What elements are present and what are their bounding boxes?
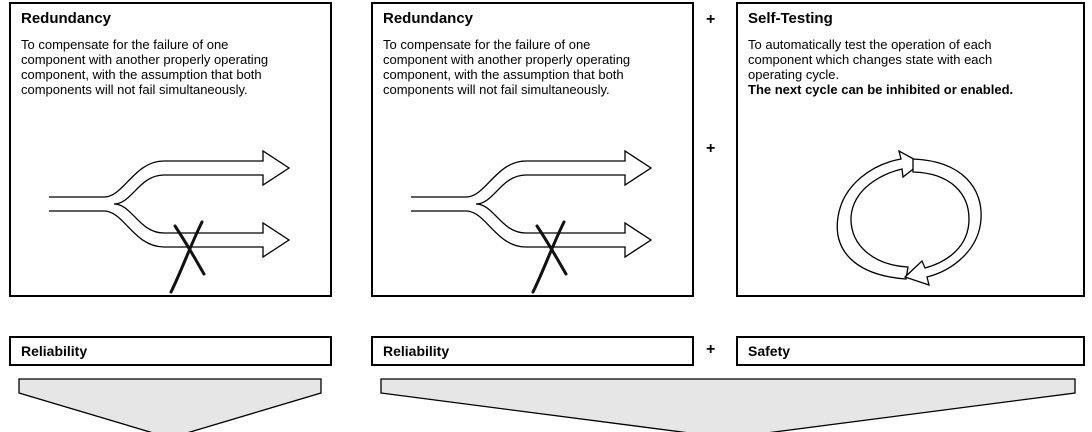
plus-sign-middle: + <box>706 140 716 157</box>
result-label: Safety <box>748 343 791 359</box>
panel-title: Redundancy <box>383 10 474 27</box>
split-arrow-diagram <box>49 149 291 294</box>
desc-line: component, with the assumption that both <box>21 67 262 82</box>
desc-line: To compensate for the failure of one <box>383 37 591 52</box>
plus-sign-top: + <box>706 11 716 28</box>
funnel-right <box>380 378 1076 432</box>
result-label: Reliability <box>21 343 88 359</box>
desc-line: To compensate for the failure of one <box>21 37 229 52</box>
panel-self-testing: Self-Testing To automatically test the o… <box>736 2 1085 297</box>
funnel-left <box>18 378 322 432</box>
desc-line: component which changes state with each <box>748 52 993 67</box>
panel-redundancy-right: Redundancy To compensate for the failure… <box>371 2 694 297</box>
desc-line: component with another properly operatin… <box>383 52 631 67</box>
result-bar-safety: Safety <box>736 336 1085 366</box>
panel-description: To compensate for the failure of one com… <box>21 37 268 97</box>
desc-line: components will not fail simultaneously. <box>383 82 610 97</box>
panel-title: Self-Testing <box>748 10 833 27</box>
desc-bold-line: The next cycle can be inhibited or enabl… <box>748 82 1014 97</box>
desc-line: component, with the assumption that both <box>383 67 624 82</box>
result-bar-reliability-left: Reliability <box>9 336 332 366</box>
desc-line: components will not fail simultaneously. <box>21 82 248 97</box>
result-label: Reliability <box>383 343 450 359</box>
panel-redundancy-left: Redundancy To compensate for the failure… <box>9 2 332 297</box>
desc-line: To automatically test the operation of e… <box>748 37 992 52</box>
split-arrow-diagram <box>411 149 653 294</box>
desc-line: component with another properly operatin… <box>21 52 269 67</box>
result-bar-reliability-right: Reliability <box>371 336 694 366</box>
plus-sign-bottom: + <box>706 341 716 358</box>
cycle-arrows-icon <box>836 149 982 286</box>
panel-description: To compensate for the failure of one com… <box>383 37 630 97</box>
desc-line: operating cycle. <box>748 67 840 82</box>
panel-title: Redundancy <box>21 10 112 27</box>
panel-description: To automatically test the operation of e… <box>748 37 1013 97</box>
